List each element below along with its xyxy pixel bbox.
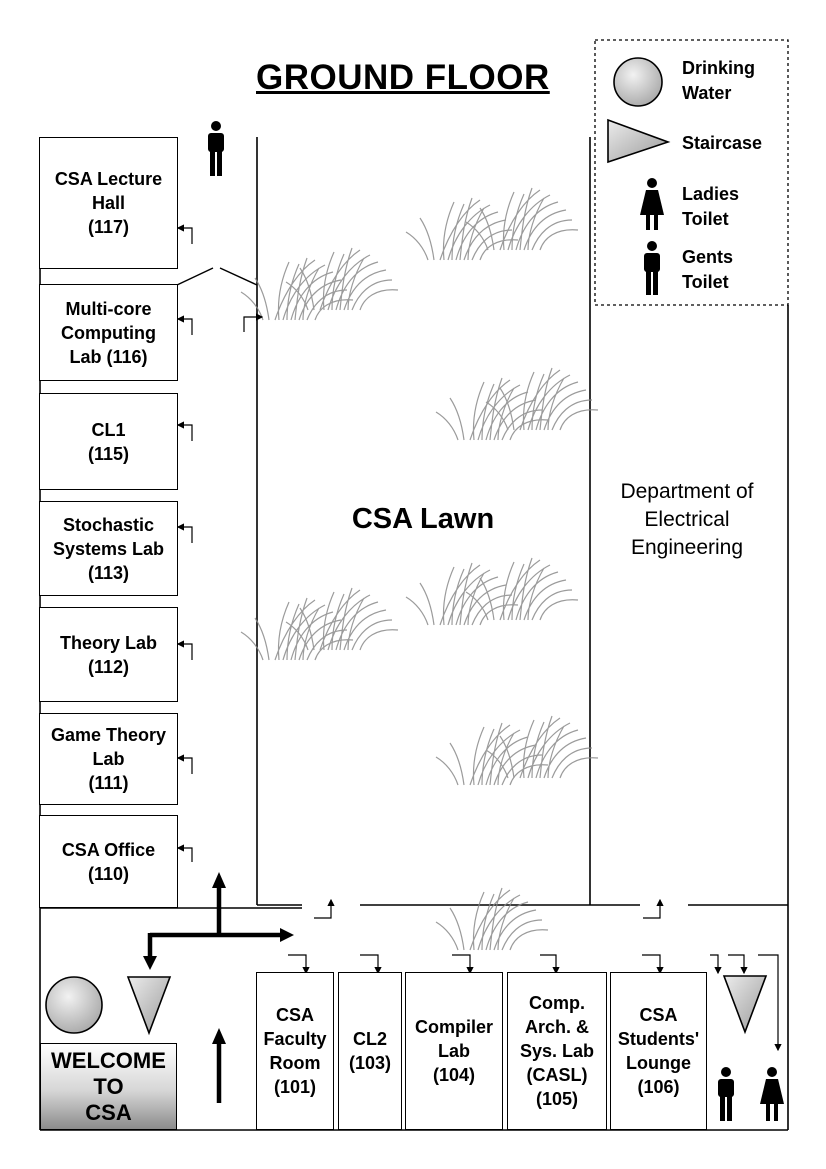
staircase-icon [607, 118, 671, 164]
ee-department-label: Department of Electrical Engineering [620, 480, 754, 559]
page-title: GROUND FLOOR [256, 58, 550, 97]
legend-ladies-toilet-label: Ladies Toilet [682, 184, 740, 229]
gents-toilet-icon [208, 121, 224, 176]
room-117: CSA Lecture Hall (117) [39, 137, 178, 269]
legend-drinking-water-label: Drinking Water [682, 58, 756, 103]
legend-gents-toilet-label: Gents Toilet [682, 247, 734, 292]
room-103: CL2 (103) [338, 972, 402, 1130]
room-110: CSA Office (110) [39, 815, 178, 908]
legend-staircase-label: Staircase [682, 133, 763, 153]
room-105: Comp. Arch. & Sys. Lab (CASL) (105) [507, 972, 607, 1130]
room-113: Stochastic Systems Lab (113) [39, 501, 178, 596]
room-101: CSA Faculty Room (101) [256, 972, 334, 1130]
room-116: Multi-core Computing Lab (116) [39, 284, 178, 381]
ladies-toilet-icon [760, 1067, 784, 1121]
csa-lawn-label: CSA Lawn [351, 503, 495, 535]
room-104: Compiler Lab (104) [405, 972, 503, 1130]
room-112: Theory Lab (112) [39, 607, 178, 702]
gents-toilet-icon [718, 1067, 734, 1121]
gents-toilet-icon [644, 241, 660, 295]
room-106: CSA Students' Lounge (106) [610, 972, 707, 1130]
room-111: Game Theory Lab (111) [39, 713, 178, 805]
room-115: CL1 (115) [39, 393, 178, 490]
staircase-icon [722, 975, 768, 1035]
ladies-toilet-icon [640, 178, 664, 230]
drinking-water-icon [613, 57, 663, 107]
welcome-sign: WELCOME TO CSA [40, 1043, 177, 1130]
staircase-icon [126, 976, 172, 1036]
drinking-water-icon [45, 976, 103, 1034]
